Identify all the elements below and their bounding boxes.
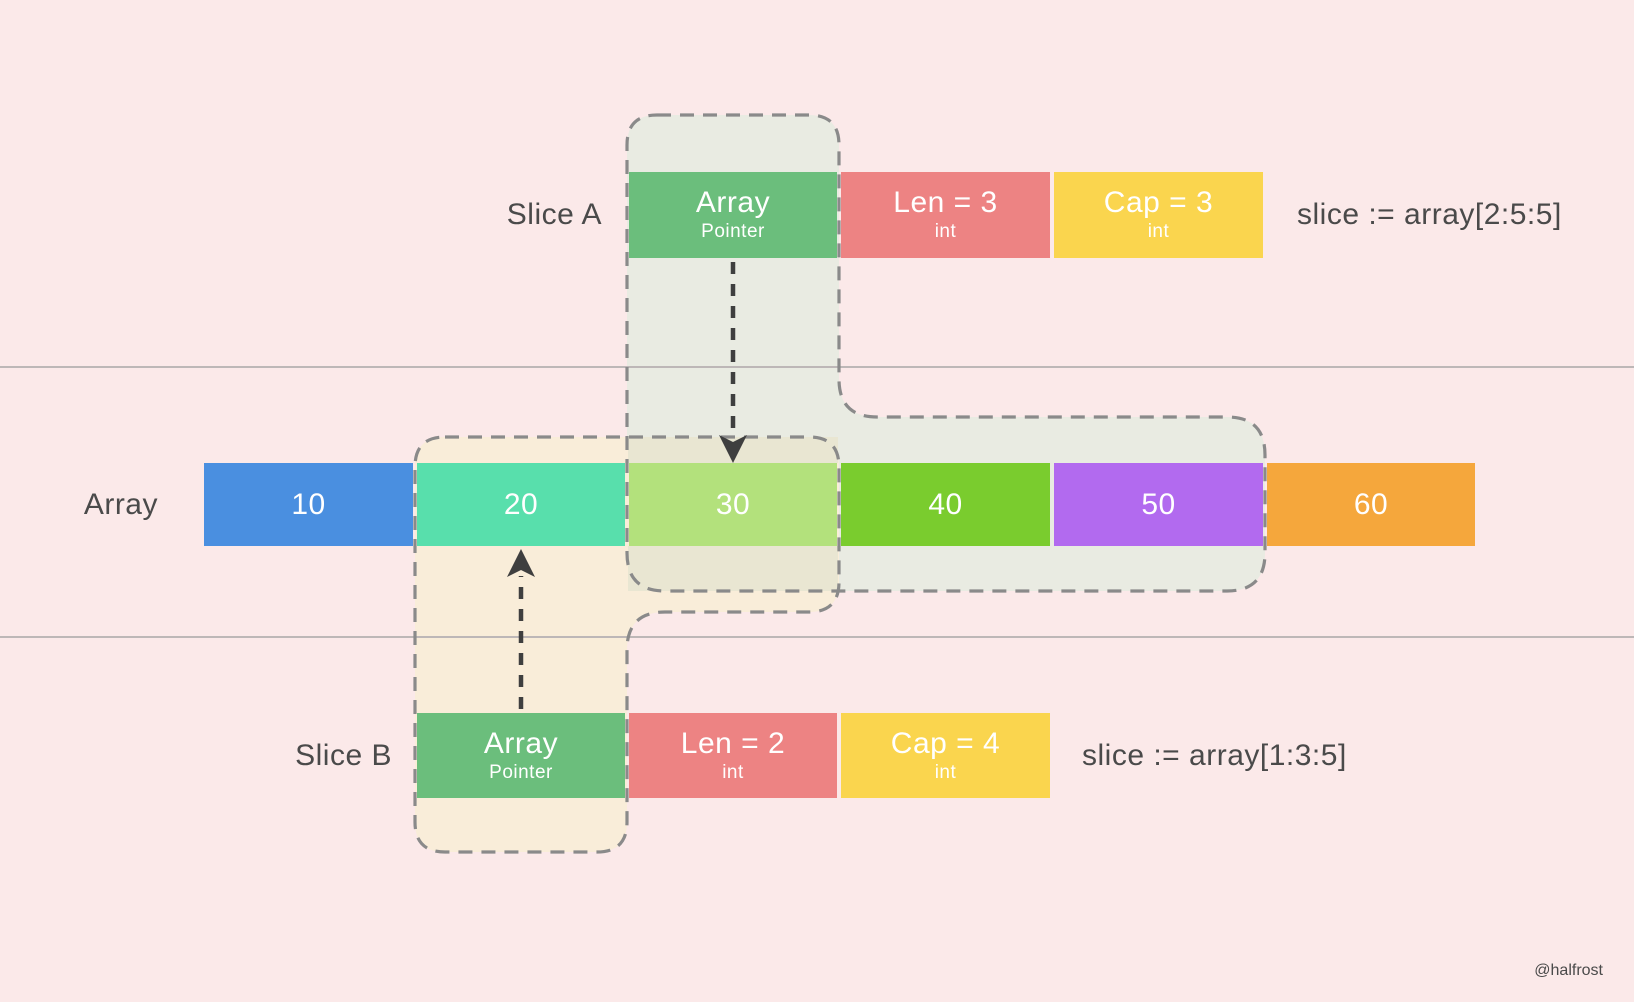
slice-a-len-subtitle: int — [934, 221, 957, 242]
slice-a-pointer-box: Array Pointer — [629, 172, 837, 258]
array-label: Array — [83, 487, 158, 521]
array-cell-20-value: 20 — [503, 487, 539, 521]
array-cell-50-value: 50 — [1141, 487, 1176, 521]
array-cell-20: 20 — [417, 463, 625, 546]
array-cell-50: 50 — [1054, 463, 1263, 546]
region-overlap-band-top — [628, 437, 838, 463]
slice-a-label: Slice A — [506, 198, 602, 231]
array-cell-30: 30 — [629, 463, 837, 546]
slice-b-cap-box: Cap = 4 int — [841, 713, 1050, 798]
slice-a-cap-subtitle: int — [1147, 221, 1170, 242]
slice-b-pointer-title: Array — [483, 726, 559, 760]
watermark: @halfrost — [1534, 962, 1603, 979]
slice-a-cap-title: Cap = 3 — [1103, 186, 1214, 219]
slice-a-len-box: Len = 3 int — [841, 172, 1050, 258]
array-cell-60: 60 — [1267, 463, 1475, 546]
slice-b-len-subtitle: int — [722, 761, 744, 783]
array-cell-60-value: 60 — [1353, 487, 1389, 521]
slice-a-pointer-title: Array — [695, 186, 771, 219]
slice-a-len-title: Len = 3 — [893, 186, 998, 219]
slice-a-code: slice := array[2:5:5] — [1297, 198, 1562, 231]
region-overlap-band-bottom — [628, 546, 838, 591]
slice-b-cap-title: Cap = 4 — [890, 726, 1001, 760]
array-cell-30-value: 30 — [715, 487, 751, 521]
slice-b-pointer-subtitle: Pointer — [489, 761, 553, 783]
slice-b-len-box: Len = 2 int — [629, 713, 837, 798]
array-cell-40-value: 40 — [928, 487, 963, 521]
slice-a-cap-box: Cap = 3 int — [1054, 172, 1263, 258]
slice-b-cap-subtitle: int — [934, 761, 957, 783]
slice-b-code: slice := array[1:3:5] — [1082, 738, 1347, 772]
array-cell-10-value: 10 — [291, 487, 326, 521]
array-cell-10: 10 — [204, 463, 413, 546]
slice-b-label: Slice B — [295, 738, 392, 772]
array-cell-40: 40 — [841, 463, 1050, 546]
slice-a-pointer-subtitle: Pointer — [701, 221, 765, 242]
slice-b-pointer-box: Array Pointer — [417, 713, 625, 798]
slice-b-len-title: Len = 2 — [680, 726, 786, 760]
